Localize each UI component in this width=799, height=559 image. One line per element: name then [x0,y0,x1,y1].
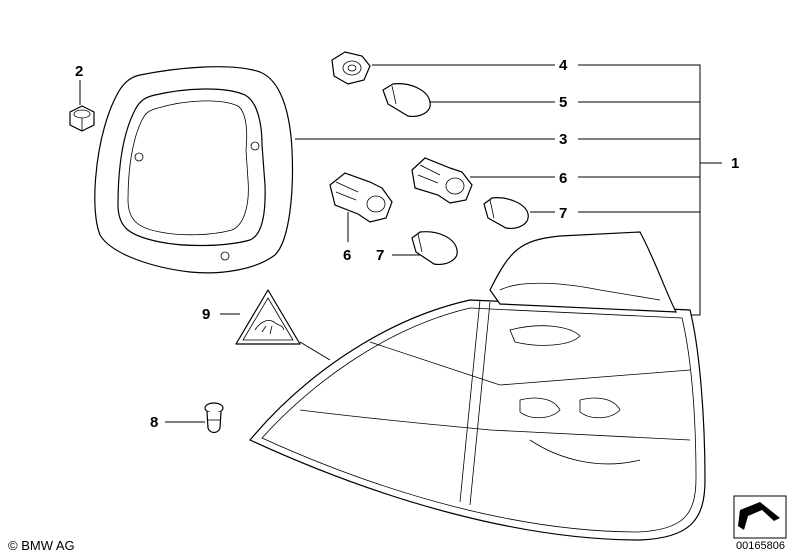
callout-5: 5 [559,94,567,111]
copyright-text: © BMW AG [8,538,75,553]
callout-6-left: 6 [343,247,351,264]
leader-lines [79,64,555,423]
bulb-socket-top [331,51,371,85]
callout-4: 4 [559,57,568,74]
gasket-part [94,66,294,274]
bulb-socket-right [411,157,473,204]
callout-9: 9 [202,306,210,323]
bulb-part-5 [382,83,431,117]
callout-7-right: 7 [559,205,567,222]
diagram-number: 00165806 [736,540,785,552]
bulb-socket-left [329,172,393,223]
arrow-icon[interactable] [733,495,787,539]
callout-8: 8 [150,414,158,431]
callout-7-left: 7 [376,247,384,264]
bulb-part-7-left [411,231,458,265]
warning-label-part [235,289,301,345]
tail-light-part [249,231,706,541]
clip-part [204,402,224,434]
bulb-part-7-right [483,197,529,229]
callout-2: 2 [75,63,83,80]
nut-part [69,105,95,132]
callout-6-right: 6 [559,170,567,187]
callout-3: 3 [559,131,567,148]
callout-1: 1 [731,155,739,172]
